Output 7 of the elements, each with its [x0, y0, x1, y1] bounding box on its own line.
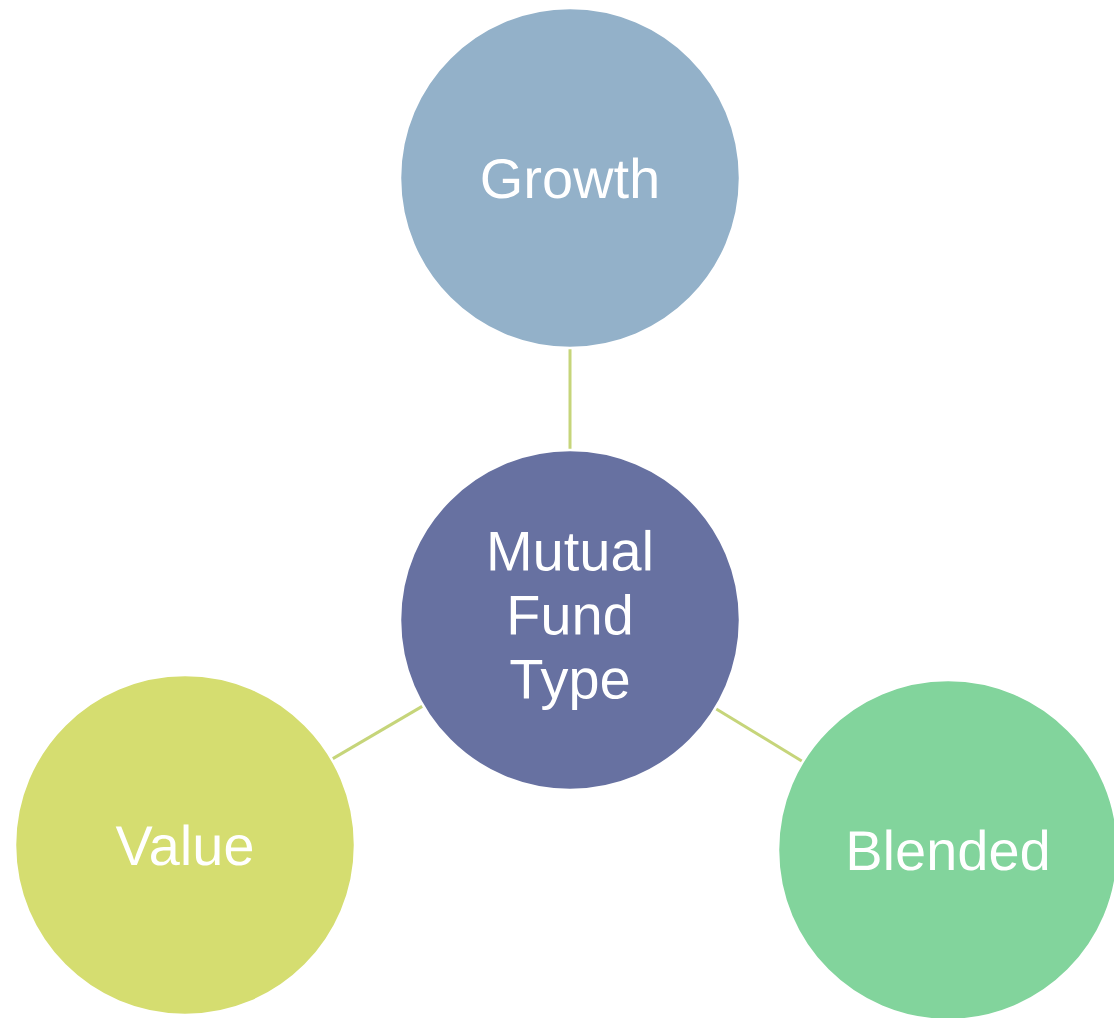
circle-node: Growth	[398, 6, 742, 350]
circle-node: Value	[13, 673, 357, 1017]
connector-line	[715, 707, 803, 763]
circle-node: Blended	[776, 678, 1114, 1018]
circle-node: Mutual Fund Type	[398, 448, 742, 792]
connector-line	[568, 349, 572, 449]
connector-line	[332, 705, 423, 760]
